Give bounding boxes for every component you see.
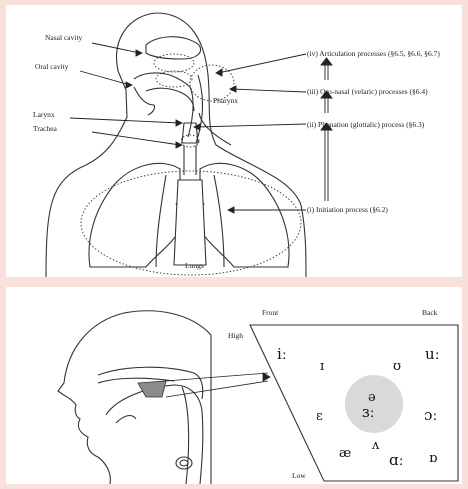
back-label: Back [422,308,438,317]
process-initiation-label: (i) Initiation process (§6.2) [307,205,388,214]
nasal-cavity-shape [146,37,200,59]
process-oronasal-label: (iii) Oro-nasal (velaric) processes (§6.… [307,87,428,96]
vowel-epsilon: ɛ [316,409,323,424]
high-label: High [228,331,243,340]
trachea-label: Trachea [33,124,58,133]
vowel-a-long: ɑː [389,451,404,469]
trachea-shape [184,145,196,175]
vowel-er-long: ɜː [362,403,375,421]
vowel-space-highlight [138,381,166,397]
nasal-cavity-label: Nasal cavity [45,33,83,42]
vowel-u-long: uː [425,345,440,363]
low-label: Low [292,471,306,480]
speech-organs-panel: Nasal cavity Oral cavity Larynx Trachea … [6,5,462,277]
oral-cavity-shape [134,73,190,87]
vowel-open-o-rounded: ɒ [429,451,437,466]
larynx-label: Larynx [33,110,55,119]
vowel-wedge: ʌ [371,438,380,453]
vowel-upsilon: ʊ [393,359,401,374]
right-lung [200,163,289,267]
vowel-I: ɪ [320,359,324,374]
vowel-ash: æ [339,446,351,461]
oral-cavity-label: Oral cavity [35,62,69,71]
process-phonation-label: (ii) Phonation (glottalic) process (§6.3… [307,120,425,129]
process-articulation-label: (iv) Articulation processes (§6.5, §6.6,… [307,49,440,58]
vowel-open-o-long: ɔː [424,406,437,424]
lungs-label: Lungs [185,261,204,270]
pharynx-label: Pharynx [213,96,238,105]
vowel-diagram: Front Back High Low iː ɪ ʊ uː ə ɜː ɛ ɔː … [6,287,462,484]
left-lung [89,163,180,267]
front-label: Front [262,308,279,317]
speech-organs-diagram: Nasal cavity Oral cavity Larynx Trachea … [6,5,462,277]
vowel-i-long: iː [277,345,287,363]
vowel-chart-panel: Front Back High Low iː ɪ ʊ uː ə ɜː ɛ ɔː … [6,287,462,484]
